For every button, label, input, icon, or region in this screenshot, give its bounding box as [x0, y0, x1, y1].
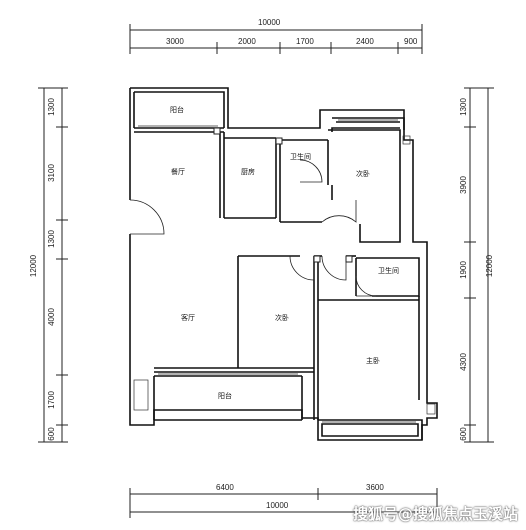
- room-label-master: 主卧: [366, 357, 380, 365]
- right-dim-segment: 3900: [459, 176, 468, 194]
- watermark-text: 搜狐号@搜狐焦点玉溪站: [352, 505, 518, 523]
- bottom-dimension-lines: [129, 488, 438, 518]
- left-total-dim: 12000: [29, 254, 38, 278]
- room-label-dining: 餐厅: [171, 168, 185, 176]
- room-label-bathroom-2: 卫生间: [378, 267, 399, 275]
- fixtures: [213, 127, 353, 263]
- room-label-balcony-top: 阳台: [170, 106, 184, 114]
- top-dim-segment: 3000: [166, 37, 184, 46]
- left-dim-segment: 1700: [47, 391, 56, 409]
- right-total-dim: 12000: [485, 254, 494, 278]
- right-dim-segment: 1900: [459, 261, 468, 279]
- walls: [129, 87, 438, 441]
- top-dim-segment: 2000: [238, 37, 256, 46]
- room-label-living: 客厅: [181, 314, 195, 322]
- room-label-kitchen: 厨房: [241, 168, 255, 176]
- top-dim-segment: 2400: [356, 37, 374, 46]
- bottom-total-dim: 10000: [266, 501, 289, 510]
- bottom-dim-segment: 3600: [366, 483, 384, 492]
- room-label-balcony-bottom: 阳台: [218, 392, 232, 400]
- left-dimension-lines: [38, 87, 68, 443]
- right-dim-segment: 600: [459, 427, 468, 441]
- left-dim-segment: 1300: [47, 98, 56, 116]
- room-label-bathroom-1: 卫生间: [290, 153, 311, 161]
- left-dim-segment: 3100: [47, 164, 56, 182]
- bottom-dim-segment: 6400: [216, 483, 234, 492]
- room-label-bedroom-2: 次卧: [356, 170, 370, 178]
- right-dim-segment: 4300: [459, 353, 468, 371]
- left-dim-segment: 600: [47, 427, 56, 441]
- right-dim-segment: 1300: [459, 98, 468, 116]
- top-total-dim: 10000: [258, 18, 281, 27]
- windows: [133, 119, 436, 423]
- top-dimension-lines: [129, 24, 423, 54]
- top-dim-segment: 900: [404, 37, 418, 46]
- left-dim-segment: 4000: [47, 308, 56, 326]
- room-label-bedroom-3: 次卧: [275, 314, 289, 322]
- right-dimension-lines: [464, 87, 494, 443]
- doors: [129, 159, 377, 297]
- left-dim-segment: 1300: [47, 230, 56, 248]
- top-dim-segment: 1700: [296, 37, 314, 46]
